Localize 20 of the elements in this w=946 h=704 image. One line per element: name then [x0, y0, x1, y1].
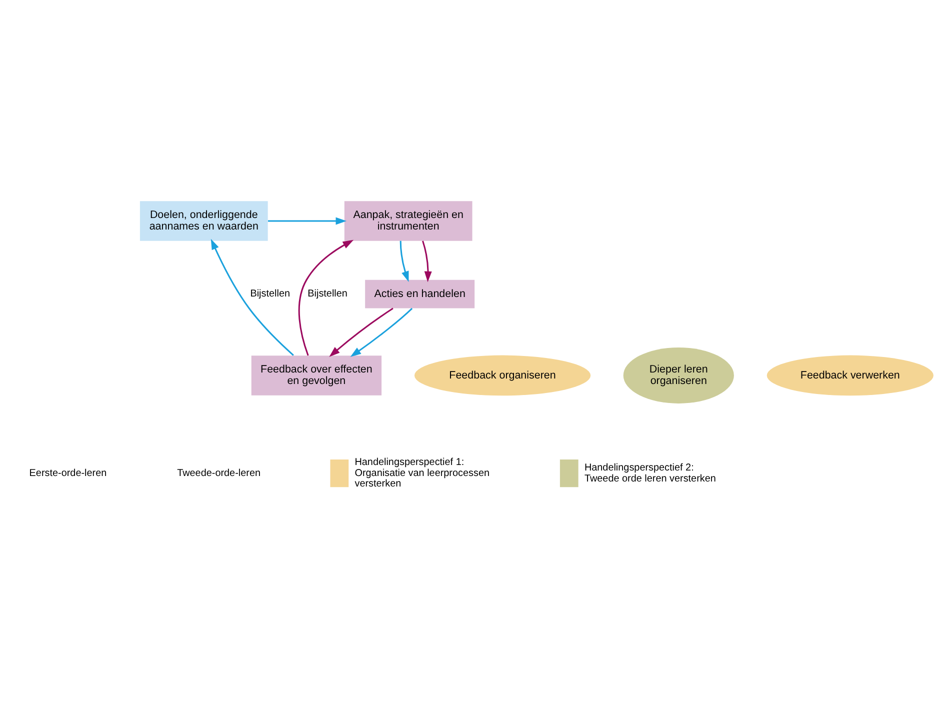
node-box: Doelen, onderliggende aannames en waarden [140, 200, 268, 240]
node-box: Feedback over effecten en gevolgen [251, 355, 382, 395]
arrow [268, 216, 347, 224]
arrow [350, 307, 413, 356]
node-ellipse: Feedback verwerken [766, 354, 934, 396]
legend-label: Eerste-orde-leren [29, 467, 107, 478]
node-box: Aanpak, strategieën en instrumenten [344, 200, 472, 240]
legend-label: Handelingsperspectief 2: Tweede orde leren versterken [584, 462, 716, 484]
node-ellipse: Dieper leren organiseren [623, 347, 734, 403]
node-box: Acties en handelen [365, 279, 475, 308]
node-ellipse: Feedback organiseren [414, 354, 591, 396]
edge-label: Bijstellen [250, 288, 290, 300]
arrow [400, 240, 409, 282]
legend-label: Handelingsperspectief 1: Organisatie van leerprocessen versterken [354, 456, 490, 490]
arrow [422, 240, 432, 282]
arrow [329, 307, 394, 356]
arrow [210, 238, 294, 356]
arrow [298, 239, 354, 356]
legend-label: Tweede-orde-leren [177, 467, 261, 478]
edge-label: Bijstellen [308, 288, 348, 300]
